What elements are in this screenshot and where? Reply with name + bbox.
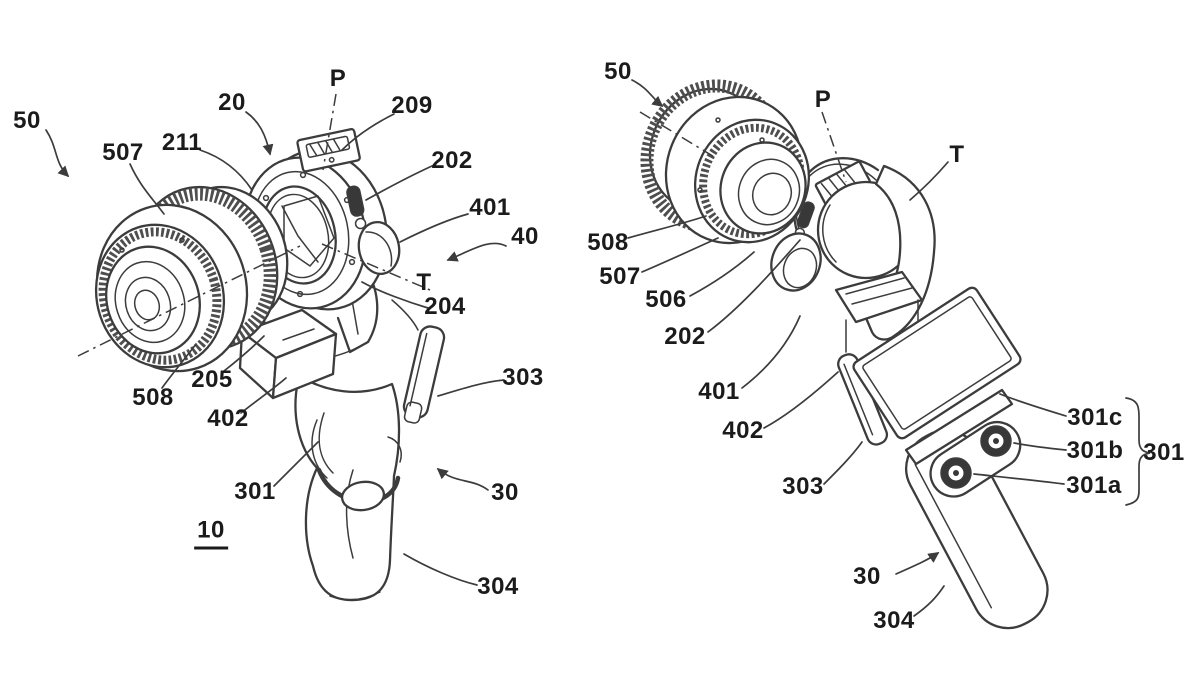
right-roll-knob-401 xyxy=(770,232,822,292)
right-disc-shading xyxy=(822,204,837,263)
left-roll-knob-401 xyxy=(357,221,401,275)
right-leader-lines xyxy=(627,79,1151,617)
left-top-block-209 xyxy=(296,127,361,173)
left-arm-303 xyxy=(402,325,446,424)
right-dial-301b xyxy=(980,425,1012,457)
left-bracket-402 xyxy=(238,308,338,400)
right-dial-301a xyxy=(940,457,972,489)
left-arm-link xyxy=(391,299,419,331)
fig-left-drawing xyxy=(45,93,507,602)
left-handle xyxy=(294,374,402,602)
right-axis-lines xyxy=(639,111,847,183)
brace-301 xyxy=(1125,397,1151,506)
left-axis-lines xyxy=(77,93,431,357)
right-hinge-bar xyxy=(904,388,1014,466)
left-switch-202 xyxy=(346,185,367,230)
left-leader-lines xyxy=(45,111,507,586)
fig-right-drawing xyxy=(627,79,1151,630)
left-lens-50 xyxy=(94,185,289,373)
right-screen xyxy=(852,286,1022,440)
